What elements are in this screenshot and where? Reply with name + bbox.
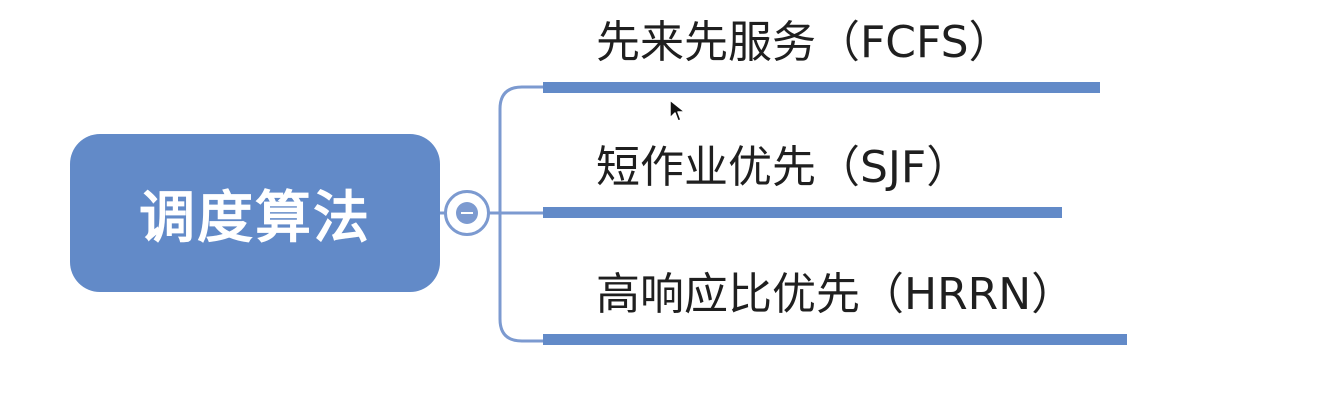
root-node[interactable]: 调度算法 bbox=[70, 134, 440, 292]
branch-node-sjf[interactable]: 短作业优先（SJF） bbox=[543, 141, 1062, 221]
cursor-icon bbox=[669, 99, 686, 122]
minus-icon bbox=[456, 202, 478, 224]
branch-label-fcfs: 先来先服务（FCFS） bbox=[596, 17, 1013, 68]
root-node-label: 调度算法 bbox=[139, 185, 371, 251]
branch-node-fcfs[interactable]: 先来先服务（FCFS） bbox=[543, 16, 1100, 96]
branch-node-hrrn[interactable]: 高响应比优先（HRRN） bbox=[543, 268, 1127, 348]
branch-underline bbox=[543, 82, 1100, 93]
branch-label-sjf: 短作业优先（SJF） bbox=[596, 142, 971, 193]
branch-label-hrrn: 高响应比优先（HRRN） bbox=[596, 269, 1076, 320]
branch-underline bbox=[543, 207, 1062, 218]
collapse-button[interactable] bbox=[444, 190, 490, 236]
branch-underline bbox=[543, 334, 1127, 345]
